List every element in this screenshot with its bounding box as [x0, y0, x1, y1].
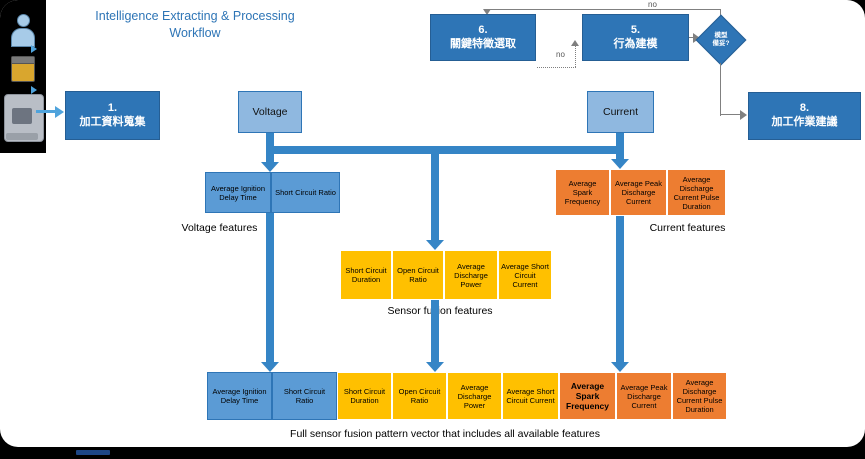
arrow-current-to-full-stem: [616, 216, 624, 362]
full-vector-cell: Average Ignition Delay Time: [207, 372, 272, 420]
current-feature-cell: Average Peak Discharge Current: [610, 169, 667, 216]
arrow-to-voltage-features-head: [261, 162, 279, 172]
retry-dotted-line-v: [575, 46, 576, 67]
node-step6-feature-selection: 6. 關鍵特徵選取: [430, 14, 536, 61]
machine-icon: [4, 94, 44, 142]
node-step8-recommendation: 8. 加工作業建議: [748, 92, 861, 140]
arrow-to-voltage-features-stem: [266, 154, 274, 163]
voltage-stem: [266, 133, 274, 147]
page-title-line2: Workflow: [169, 25, 221, 40]
node-step8-label: 加工作業建議: [771, 116, 838, 128]
node-step8-number: 8.: [799, 102, 810, 115]
decision-to-step8-line-h: [720, 114, 742, 115]
no-label-top: no: [648, 0, 657, 9]
decision-label: 模型 備妥?: [704, 23, 738, 57]
distribution-bar: [266, 146, 624, 154]
node-step5-label: 行為建模: [613, 37, 658, 50]
material-icon: [11, 56, 35, 82]
signal-box-current: Current: [587, 91, 654, 133]
feedback-line-right: [720, 9, 721, 17]
decision-to-step8-line-v: [720, 63, 721, 116]
retry-dotted-line-h: [537, 67, 576, 68]
current-stem: [616, 133, 624, 147]
full-vector-cell: Average Discharge Power: [447, 372, 502, 420]
arrow-into-step8-head: [740, 110, 747, 120]
full-vector-cell: Average Short Circuit Current: [502, 372, 559, 420]
current-features-label: Current features: [649, 222, 726, 234]
material-arrow-icon: [31, 86, 37, 94]
arrow-current-to-full-head: [611, 362, 629, 372]
fusion-features-label: Sensor fusion features: [387, 305, 493, 317]
retry-arrow-into-step5: [571, 40, 579, 46]
fusion-feature-cell: Average Discharge Power: [444, 250, 498, 300]
worker-icon-head: [16, 14, 30, 27]
voltage-feature-cell: Short Circuit Ratio: [271, 172, 340, 213]
input-icon-strip: [0, 0, 46, 153]
current-feature-cell: Average Spark Frequency: [555, 169, 610, 216]
voltage-label: Voltage: [252, 106, 288, 118]
fusion-feature-cell: Short Circuit Duration: [340, 250, 392, 300]
decision-label-line2: 備妥?: [712, 40, 730, 47]
decision-label-line1: 模型: [714, 32, 728, 40]
node-step1-label: 加工資料蒐集: [79, 115, 146, 128]
signal-box-voltage: Voltage: [238, 91, 302, 133]
no-label-mid: no: [556, 50, 565, 59]
voltage-features-label: Voltage features: [181, 222, 258, 234]
current-label: Current: [602, 106, 638, 118]
arrow-voltage-to-full-head: [261, 362, 279, 372]
full-vector-cell: Average Discharge Current Pulse Duration: [672, 372, 727, 420]
full-vector-cell: Short Circuit Duration: [337, 372, 392, 420]
node-step5-number: 5.: [630, 23, 641, 36]
arrow-icons-to-step1-head: [55, 106, 64, 118]
current-feature-cell: Average Discharge Current Pulse Duration: [667, 169, 726, 216]
fusion-feature-cell: Open Circuit Ratio: [392, 250, 444, 300]
node-step6-label: 關鍵特徵選取: [450, 37, 516, 50]
page-title: Intelligence Extracting & Processing Wor…: [70, 8, 320, 42]
fusion-feature-cell: Average Short Circuit Current: [498, 250, 552, 300]
arrow-to-current-features-head: [611, 159, 629, 169]
feedback-arrow-into-step6: [483, 9, 491, 15]
worker-icon-body: [11, 28, 35, 47]
arrow-icons-to-step1: [36, 110, 56, 113]
arrow-to-current-features-stem: [616, 154, 624, 160]
node-step6-number: 6.: [478, 23, 488, 36]
worker-icon: [10, 14, 36, 47]
arrow-fusion-to-full-head: [426, 362, 444, 372]
node-step5-behavior-modeling: 5. 行為建模: [582, 14, 689, 61]
full-vector-cell: Average Peak Discharge Current: [616, 372, 672, 420]
arrow-voltage-to-full-stem: [266, 213, 274, 362]
full-vector-label: Full sensor fusion pattern vector that i…: [290, 428, 600, 440]
arrow-to-fusion-features-head: [426, 240, 444, 250]
node-step1-number: 1.: [107, 101, 118, 114]
full-vector-cell: Open Circuit Ratio: [392, 372, 447, 420]
arrow-to-fusion-features-stem: [431, 154, 439, 240]
feedback-line-top: [488, 9, 721, 10]
worker-arrow-icon: [31, 45, 37, 53]
arrow-fusion-to-full-stem: [431, 300, 439, 362]
full-vector-cell: Short Circuit Ratio: [272, 372, 337, 420]
node-step1-data-collection: 1. 加工資料蒐集: [65, 91, 160, 140]
arrow-step5-to-decision-line: [689, 37, 694, 38]
full-vector-cell: Average Spark Frequency: [559, 372, 616, 420]
page-title-line1: Intelligence Extracting & Processing: [95, 9, 295, 23]
footer-watermark: [76, 450, 110, 455]
voltage-feature-cell: Average Ignition Delay Time: [205, 172, 271, 213]
